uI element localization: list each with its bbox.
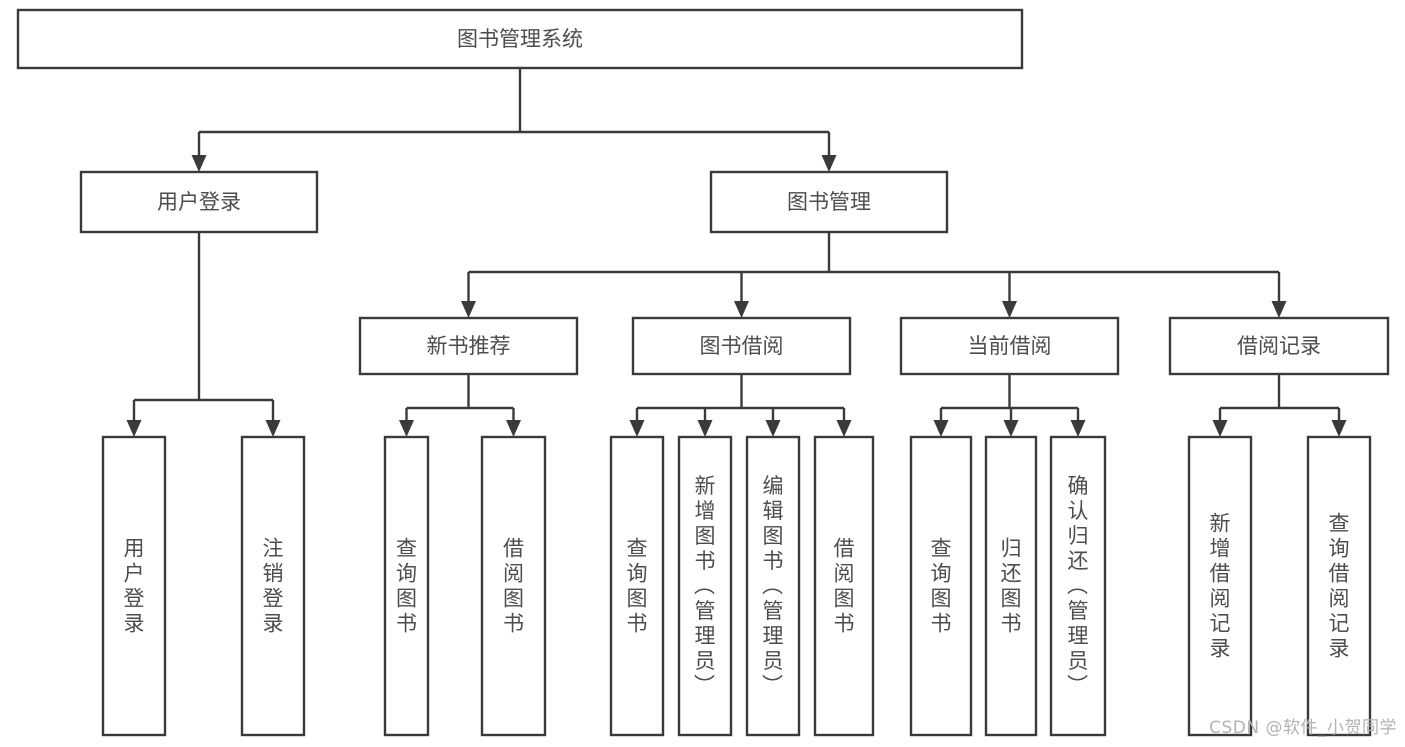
node-label: 编辑图书（管理员） (762, 474, 784, 698)
node-box (79, 170, 319, 234)
node-leaf-add-book[interactable]: 新增图书（管理员） (677, 435, 733, 737)
node-box (813, 435, 875, 737)
node-label: 新增图书（管理员） (694, 474, 716, 698)
edges-layer (126, 68, 1347, 437)
node-label: 查询图书 (627, 537, 648, 636)
node-label: 查询借阅记录 (1329, 512, 1350, 661)
nodes-layer: 图书管理系统用户登录图书管理新书推荐图书借阅当前借阅借阅记录用户登录注销登录查询… (16, 8, 1390, 737)
node-box (1168, 316, 1390, 376)
arrow-head-icon (629, 420, 645, 437)
node-bookmgmt[interactable]: 图书管理 (709, 170, 949, 234)
node-label: 用户登录 (157, 190, 241, 214)
node-box (16, 8, 1024, 70)
node-label: 借阅图书 (834, 537, 855, 636)
node-box (909, 435, 973, 737)
node-leaf-borrow-book-1[interactable]: 借阅图书 (480, 435, 547, 737)
node-records[interactable]: 借阅记录 (1168, 316, 1390, 376)
node-leaf-return-book[interactable]: 归还图书 (984, 435, 1038, 737)
node-label: 图书借阅 (700, 334, 784, 358)
node-label: 用户登录 (124, 537, 145, 636)
arrow-head-icon (1212, 420, 1228, 437)
node-login[interactable]: 用户登录 (79, 170, 319, 234)
node-label: 归还图书 (1001, 537, 1022, 636)
node-borrow[interactable]: 图书借阅 (631, 316, 852, 376)
node-leaf-user-login[interactable]: 用户登录 (101, 435, 167, 737)
node-box (240, 435, 306, 737)
arrow-head-icon (697, 420, 713, 437)
node-label: 查询图书 (931, 537, 952, 636)
node-box (745, 435, 801, 737)
node-box (677, 435, 733, 737)
node-label: 当前借阅 (968, 334, 1052, 358)
arrow-head-icon (821, 155, 837, 172)
node-label: 新增借阅记录 (1210, 512, 1231, 661)
node-leaf-query-book-3[interactable]: 查询图书 (909, 435, 973, 737)
node-leaf-query-record[interactable]: 查询借阅记录 (1306, 435, 1372, 737)
arrow-head-icon (506, 420, 521, 437)
arrow-head-icon (836, 420, 852, 437)
node-label: 确认归还（管理员） (1067, 474, 1089, 698)
arrow-head-icon (1002, 301, 1017, 318)
node-leaf-add-record[interactable]: 新增借阅记录 (1187, 435, 1253, 737)
node-label: 图书管理系统 (457, 27, 583, 51)
arrow-head-icon (191, 155, 207, 172)
node-box (984, 435, 1038, 737)
node-label: 图书管理 (787, 190, 871, 214)
node-label: 借阅图书 (503, 537, 524, 636)
node-box (383, 435, 430, 737)
node-box (1049, 435, 1107, 737)
node-newbook[interactable]: 新书推荐 (358, 316, 579, 376)
arrow-head-icon (126, 420, 142, 437)
arrow-head-icon (765, 420, 781, 437)
arrow-head-icon (1271, 301, 1287, 318)
node-label: 借阅记录 (1237, 334, 1321, 358)
node-box (101, 435, 167, 737)
node-box (899, 316, 1120, 376)
arrow-head-icon (734, 301, 749, 318)
node-box (631, 316, 852, 376)
node-leaf-confirm-return[interactable]: 确认归还（管理员） (1049, 435, 1107, 737)
arrow-head-icon (1003, 420, 1019, 437)
arrow-head-icon (1331, 420, 1347, 437)
node-leaf-query-book-2[interactable]: 查询图书 (609, 435, 665, 737)
arrow-head-icon (933, 420, 949, 437)
node-label: 新书推荐 (427, 334, 511, 358)
arrow-head-icon (265, 420, 281, 437)
node-box (358, 316, 579, 376)
node-box (1306, 435, 1372, 737)
arrow-head-icon (461, 301, 476, 318)
node-label: 注销登录 (263, 537, 284, 636)
node-box (1187, 435, 1253, 737)
node-leaf-edit-book[interactable]: 编辑图书（管理员） (745, 435, 801, 737)
node-leaf-query-book-1[interactable]: 查询图书 (383, 435, 430, 737)
arrow-head-icon (399, 420, 414, 437)
node-label: 查询图书 (396, 537, 417, 636)
node-current[interactable]: 当前借阅 (899, 316, 1120, 376)
node-leaf-user-logout[interactable]: 注销登录 (240, 435, 306, 737)
node-box (609, 435, 665, 737)
node-leaf-borrow-book-2[interactable]: 借阅图书 (813, 435, 875, 737)
node-box (709, 170, 949, 234)
node-box (480, 435, 547, 737)
node-root[interactable]: 图书管理系统 (16, 8, 1024, 70)
arrow-head-icon (1070, 420, 1086, 437)
